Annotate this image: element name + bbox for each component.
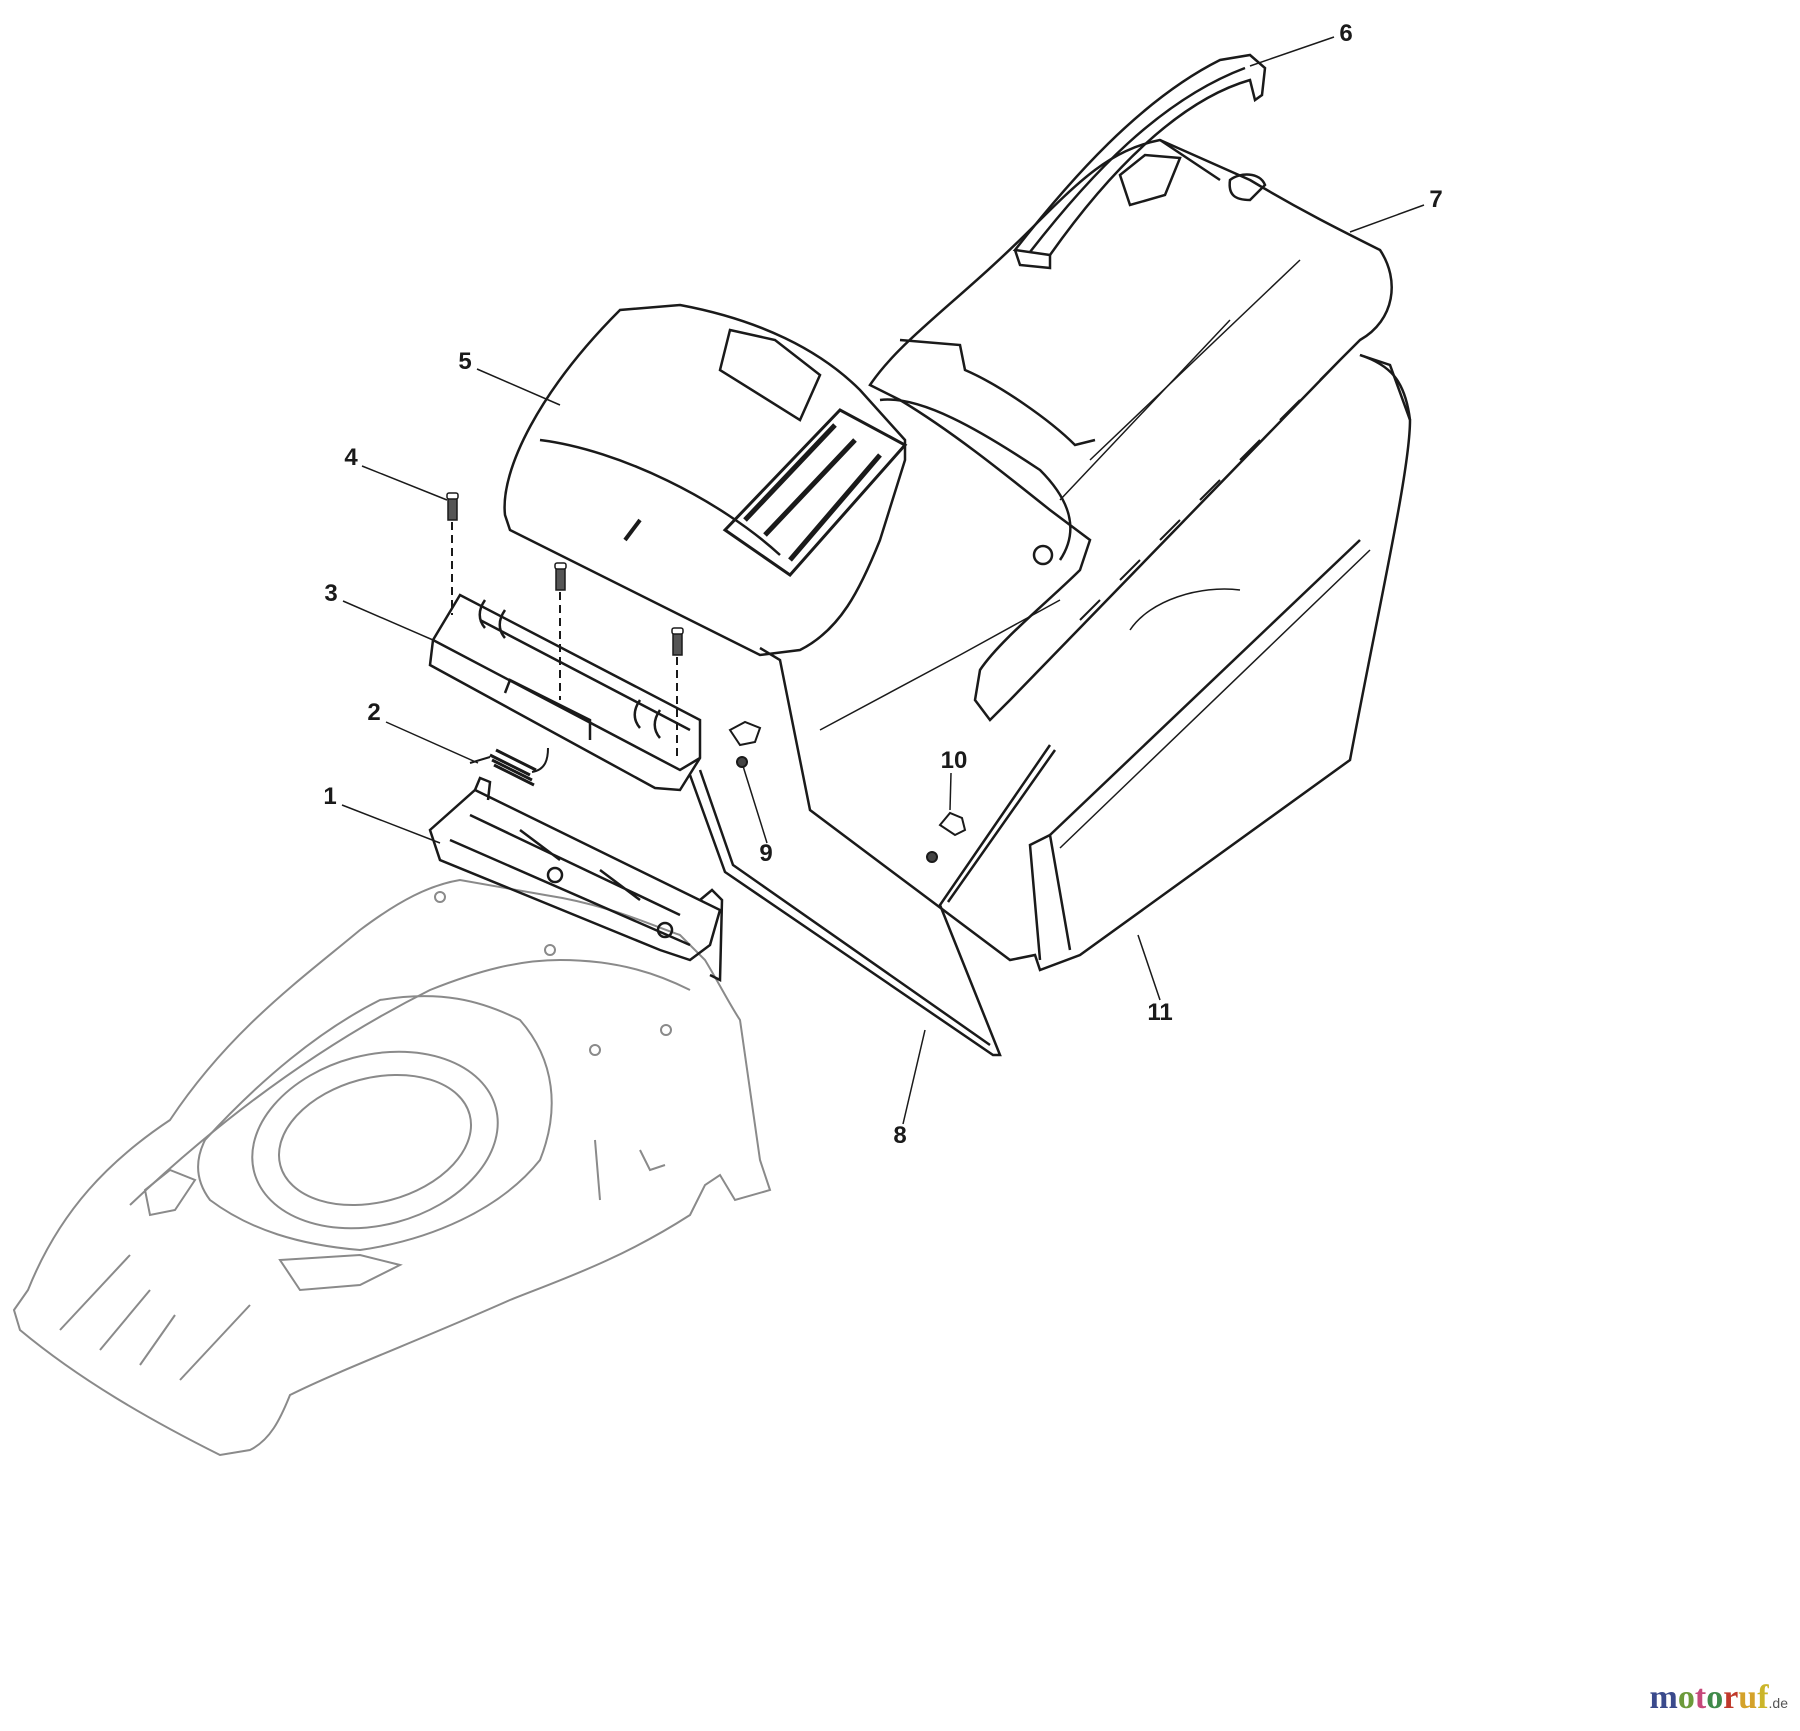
mower-deck	[12, 878, 772, 1457]
wm-letter: m	[1649, 1679, 1678, 1716]
callout-3: 3	[324, 580, 338, 607]
part-8-frame	[688, 744, 1057, 1057]
wm-letter: r	[1723, 1679, 1739, 1716]
callout-1: 1	[323, 783, 337, 810]
part-7-catcher-top	[868, 138, 1393, 722]
wm-letter: o	[1706, 1679, 1724, 1716]
part-5-front-cover	[503, 303, 908, 657]
motoruf-watermark-logo: motoruf.de	[1650, 1679, 1788, 1717]
part-11-grass-bag	[759, 353, 1412, 972]
part-3-rear-flap	[428, 593, 702, 792]
callout-2: 2	[367, 699, 381, 726]
parts-9-10-clips	[728, 720, 967, 863]
wm-letter: o	[1677, 1679, 1695, 1716]
callout-11: 11	[1147, 999, 1173, 1026]
wm-suffix: .de	[1768, 1695, 1788, 1711]
callout-7: 7	[1429, 186, 1443, 213]
wm-letter: f	[1757, 1679, 1769, 1716]
callout-9: 9	[759, 840, 773, 867]
callout-6: 6	[1339, 20, 1353, 47]
part-6-carry-handle	[1012, 53, 1267, 270]
callout-8: 8	[893, 1122, 907, 1149]
part-2-spring	[469, 747, 549, 787]
part-1-hinge-bracket	[428, 776, 724, 982]
leader-lines	[341, 36, 1425, 1125]
callout-5: 5	[458, 348, 472, 375]
part-4-screws	[446, 492, 684, 760]
callout-4: 4	[344, 444, 358, 471]
callout-10: 10	[940, 747, 968, 774]
wm-letter: u	[1738, 1679, 1758, 1716]
wm-letter: t	[1694, 1679, 1707, 1716]
